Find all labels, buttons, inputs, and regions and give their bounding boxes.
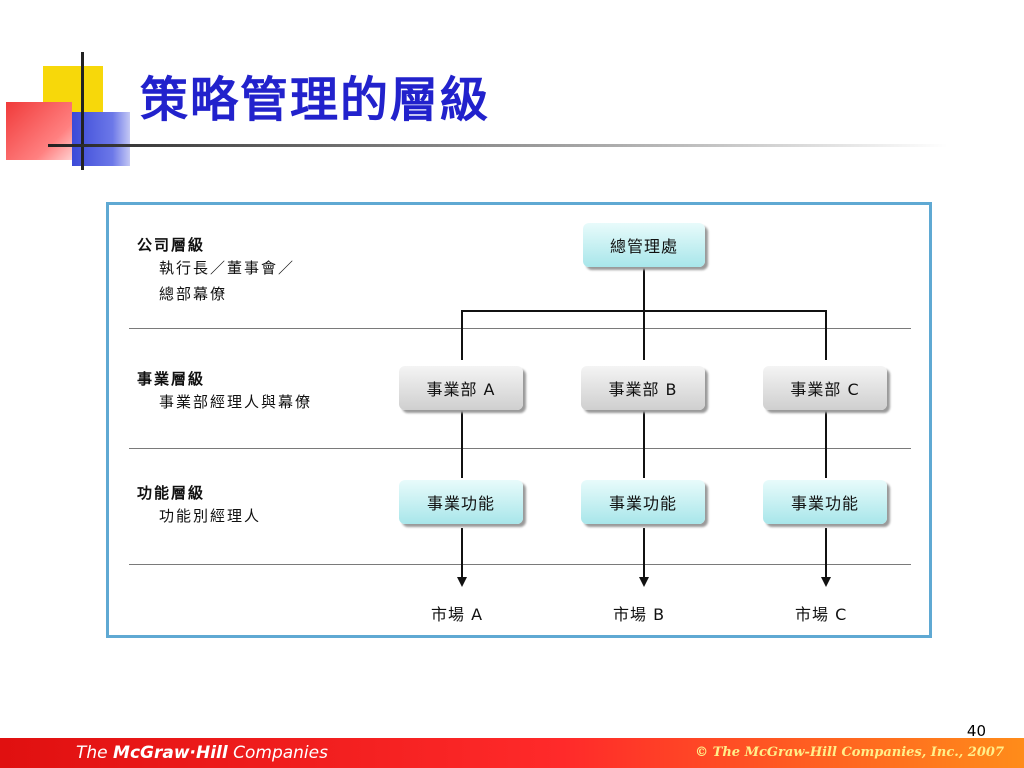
connector-line bbox=[643, 410, 645, 478]
headquarters-box: 總管理處 bbox=[583, 223, 705, 267]
page-number: 40 bbox=[966, 722, 986, 740]
logo-suffix: Companies bbox=[227, 743, 328, 763]
copyright-text: © The McGraw-Hill Companies, Inc., 2007 bbox=[695, 745, 1004, 760]
market-label-c: 市場 C bbox=[795, 605, 848, 624]
connector-line bbox=[643, 528, 645, 578]
connector-line bbox=[461, 410, 463, 478]
division-box-b: 事業部 B bbox=[581, 366, 705, 410]
divider-line bbox=[129, 448, 911, 449]
arrowhead-icon bbox=[639, 577, 649, 587]
connector-line bbox=[643, 310, 645, 360]
level-business-desc: 事業部經理人與幕僚 bbox=[159, 393, 313, 411]
market-label-b: 市場 B bbox=[613, 605, 666, 624]
divider-line bbox=[129, 564, 911, 565]
division-box-a: 事業部 A bbox=[399, 366, 523, 410]
footer-bar: The McGraw·Hill Companies © The McGraw-H… bbox=[0, 738, 1024, 768]
function-box-c: 事業功能 bbox=[763, 480, 887, 524]
level-business-title: 事業層級 bbox=[137, 370, 206, 388]
market-label-a: 市場 A bbox=[431, 605, 484, 624]
logo-prefix: The bbox=[76, 743, 114, 763]
function-box-b: 事業功能 bbox=[581, 480, 705, 524]
decor-red-square bbox=[6, 102, 72, 160]
connector-line bbox=[461, 310, 463, 360]
function-box-a: 事業功能 bbox=[399, 480, 523, 524]
connector-line bbox=[825, 528, 827, 578]
logo-brand: McGraw·Hill bbox=[113, 743, 228, 763]
decor-vertical-line bbox=[81, 52, 84, 170]
arrowhead-icon bbox=[457, 577, 467, 587]
connector-line bbox=[461, 528, 463, 578]
slide-title: 策略管理的層級 bbox=[140, 72, 491, 128]
connector-line bbox=[643, 267, 645, 311]
level-corporate-desc: 執行長／董事會／ 總部幕僚 bbox=[159, 259, 296, 303]
company-logo: The McGraw·Hill Companies bbox=[76, 743, 328, 763]
hierarchy-diagram: 公司層級 執行長／董事會／ 總部幕僚 事業層級 事業部經理人與幕僚 功能層級 功… bbox=[106, 202, 932, 638]
decor-horizontal-line bbox=[48, 144, 948, 147]
divider-line bbox=[129, 328, 911, 329]
connector-line bbox=[825, 410, 827, 478]
level-corporate-title: 公司層級 bbox=[137, 236, 206, 254]
arrowhead-icon bbox=[821, 577, 831, 587]
division-box-c: 事業部 C bbox=[763, 366, 887, 410]
level-functional-desc: 功能別經理人 bbox=[159, 507, 262, 525]
level-functional-title: 功能層級 bbox=[137, 484, 206, 502]
connector-line bbox=[825, 310, 827, 360]
